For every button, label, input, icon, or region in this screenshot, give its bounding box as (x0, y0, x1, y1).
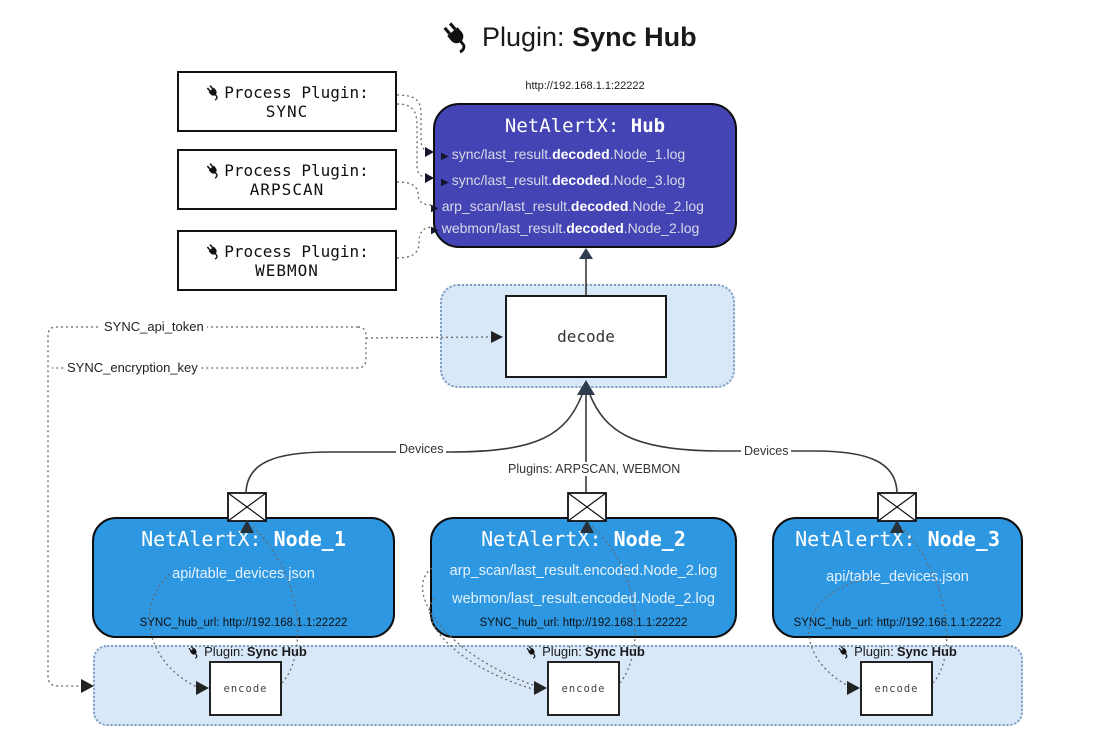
node-title: NetAlertX: Node_2 (432, 527, 735, 551)
decode-box: decode (505, 295, 667, 378)
node-title-name: Node_2 (613, 527, 686, 551)
hub-file-post: .Node_1.log (609, 146, 686, 162)
plug-icon (205, 162, 222, 179)
plugins-edge-label: Plugins: ARPSCAN, WEBMON (505, 462, 684, 476)
encode-box-1: encode (209, 661, 282, 716)
process-plugin-label: Process Plugin: (224, 82, 369, 102)
envelope-icon (567, 492, 607, 522)
hub-file-pre: webmon/last_result. (441, 220, 567, 236)
title-prefix: Plugin: (482, 21, 565, 52)
encode-plugin-label-2: Plugin: Sync Hub (505, 644, 665, 659)
encode-box-3: encode (860, 661, 933, 716)
node-title-prefix: NetAlertX: (481, 527, 602, 551)
encode-plugin-name: Sync Hub (584, 644, 645, 659)
process-plugin-label: Process Plugin: (224, 160, 369, 180)
triangle-bullet-icon: ▶ (431, 203, 439, 214)
node-hub-url: SYNC_hub_url: http://192.168.1.1:22222 (139, 617, 348, 629)
devices-label-right: Devices (741, 444, 792, 458)
plug-icon (205, 243, 222, 260)
devices-label-left: Devices (396, 442, 447, 456)
title-name: Sync Hub (572, 21, 697, 52)
process-plugin-name-webmon: WEBMON (255, 260, 319, 280)
hub-file-post: .Node_2.log (628, 198, 704, 214)
node-box-node1: NetAlertX: Node_1 api/table_devices.json… (92, 517, 395, 638)
node-file: api/table_devices.json (826, 569, 969, 585)
hub-file-pre: sync/last_result. (451, 172, 553, 188)
process-plugin-box-sync: Process Plugin: SYNC (177, 71, 397, 132)
node-title-name: Node_3 (927, 527, 1000, 551)
edge-webmon-to-hub (396, 226, 432, 259)
edge-sync-to-hub-1 (396, 94, 434, 153)
arrow-into-hub (579, 248, 593, 259)
encode-plugin-name: Sync Hub (896, 644, 957, 659)
hub-file-mid: decoded (552, 146, 610, 162)
node-file: api/table_devices.json (172, 566, 315, 582)
node-title-name: Node_1 (273, 527, 346, 551)
hub-title: NetAlertX: Hub (435, 115, 735, 137)
hub-file-line: ▶sync/last_result.decoded.Node_3.log (441, 172, 685, 188)
hub-file-mid: decoded (570, 198, 629, 214)
encode-plugin-label-1: Plugin: Sync Hub (167, 644, 327, 659)
plug-icon (525, 645, 539, 659)
hub-file-line: ▶webmon/last_result.decoded.Node_2.log (431, 220, 700, 236)
envelope-icon (877, 492, 917, 522)
process-plugin-name-sync: SYNC (265, 101, 309, 121)
node-hub-url: SYNC_hub_url: http://192.168.1.1:22222 (479, 617, 688, 629)
envelope-icon (227, 492, 267, 522)
triangle-bullet-icon: ▶ (441, 177, 449, 188)
plug-icon (440, 20, 474, 54)
plug-icon (837, 645, 851, 659)
hub-file-line: ▶arp_scan/last_result.decoded.Node_2.log (431, 198, 704, 214)
node-box-node2: NetAlertX: Node_2 arp_scan/last_result.e… (430, 517, 737, 638)
plug-icon (187, 645, 201, 659)
hub-file-post: .Node_2.log (623, 220, 700, 236)
encode-plugin-prefix: Plugin: (204, 644, 244, 659)
encode-plugin-prefix: Plugin: (854, 644, 894, 659)
node-title-prefix: NetAlertX: (795, 527, 916, 551)
hub-file-pre: sync/last_result. (451, 146, 553, 162)
hub-file-post: .Node_3.log (609, 172, 686, 188)
node-title: NetAlertX: Node_3 (774, 527, 1021, 551)
triangle-bullet-icon: ▶ (431, 225, 439, 236)
node-file: webmon/last_result.encoded.Node_2.log (452, 591, 715, 607)
sync-encryption-key-label: SYNC_encryption_key (64, 360, 201, 375)
encode-plugin-label-3: Plugin: Sync Hub (817, 644, 977, 659)
encode-box-2: encode (547, 661, 620, 716)
edge-sync-to-hub-2 (396, 103, 434, 179)
hub-box: NetAlertX: Hub ▶sync/last_result.decoded… (431, 103, 737, 248)
hub-file-line: ▶sync/last_result.decoded.Node_1.log (441, 146, 685, 162)
node-title-prefix: NetAlertX: (141, 527, 262, 551)
triangle-bullet-icon: ▶ (441, 151, 449, 162)
process-plugin-name-arpscan: ARPSCAN (249, 179, 325, 199)
hub-title-name: Hub (630, 115, 666, 137)
process-plugin-label: Process Plugin: (224, 241, 369, 261)
node-box-node3: NetAlertX: Node_3 api/table_devices.json… (772, 517, 1023, 638)
node-title: NetAlertX: Node_1 (94, 527, 393, 551)
hub-file-mid: decoded (552, 172, 610, 188)
encode-plugin-name: Sync Hub (246, 644, 307, 659)
title-text: Plugin: Sync Hub (482, 22, 697, 53)
hub-file-pre: arp_scan/last_result. (441, 198, 571, 214)
node-file: arp_scan/last_result.encoded.Node_2.log (449, 563, 718, 579)
process-plugin-box-arpscan: Process Plugin: ARPSCAN (177, 149, 397, 210)
hub-title-prefix: NetAlertX: (504, 115, 620, 137)
node-hub-url: SYNC_hub_url: http://192.168.1.1:22222 (793, 617, 1002, 629)
plug-icon (205, 84, 222, 101)
process-plugin-box-webmon: Process Plugin: WEBMON (177, 230, 397, 291)
sync-api-token-label: SYNC_api_token (101, 319, 207, 334)
edge-arpscan-to-hub (396, 181, 432, 206)
page-title: Plugin: Sync Hub (440, 16, 697, 58)
encode-plugin-prefix: Plugin: (542, 644, 582, 659)
hub-url-label: http://192.168.1.1:22222 (525, 80, 645, 92)
hub-file-mid: decoded (566, 220, 624, 236)
